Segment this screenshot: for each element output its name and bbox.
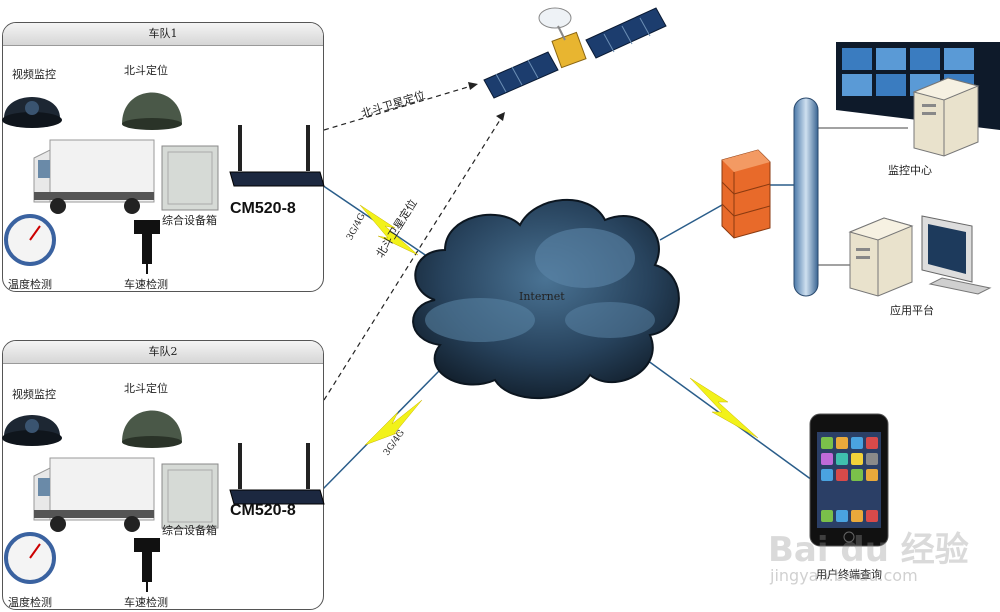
fleet-title: 车队1 xyxy=(3,23,323,46)
lightning-icon xyxy=(364,399,423,446)
lightning-icon xyxy=(359,204,419,256)
equipment-box-icon xyxy=(161,463,219,529)
temperature-label: 温度检测 xyxy=(8,596,52,609)
smartphone-icon xyxy=(809,413,889,547)
speed-label: 车速检测 xyxy=(124,596,168,609)
sat-link-arrow-1 xyxy=(468,82,478,90)
router-model-label: CM520-8 xyxy=(230,502,296,519)
firewall-icon xyxy=(721,149,771,239)
cloud-to-firewall-line xyxy=(659,204,723,241)
speed-sensor-icon xyxy=(134,220,160,274)
cloud-label: Internet xyxy=(519,290,565,303)
gps-antenna-icon xyxy=(122,410,182,448)
monitor-center-label: 监控中心 xyxy=(888,164,932,177)
fleet-title: 车队2 xyxy=(3,341,323,364)
truck-icon xyxy=(33,457,155,532)
cloud-icon xyxy=(412,199,680,400)
router-icon xyxy=(229,125,325,187)
video-label: 视频监控 xyxy=(12,68,56,81)
phone-label: 用户终端查询 xyxy=(816,568,882,581)
temperature-label: 温度检测 xyxy=(8,278,52,291)
beidou-label: 北斗定位 xyxy=(124,382,168,395)
server-icon xyxy=(912,77,980,157)
truck-icon xyxy=(33,139,155,214)
thermometer-gauge-icon xyxy=(4,214,56,266)
sat-link-arrow-2 xyxy=(496,112,505,121)
app-platform-label: 应用平台 xyxy=(890,304,934,317)
sat-link-line-2 xyxy=(323,111,506,401)
equipment-box-label: 综合设备箱 xyxy=(162,524,217,537)
video-label: 视频监控 xyxy=(12,388,56,401)
fleet-2-devices xyxy=(2,410,325,592)
router-model-label: CM520-8 xyxy=(230,200,296,217)
baidu-watermark-url: jingyan.baidu.com xyxy=(770,566,918,585)
equipment-box-icon xyxy=(161,145,219,211)
baidu-watermark: Bai du 经验 xyxy=(768,530,969,570)
satellite-icon xyxy=(483,7,667,99)
dome-camera-icon xyxy=(2,97,62,128)
thermometer-gauge-icon xyxy=(4,532,56,584)
dome-camera-icon xyxy=(2,415,62,446)
beidou-label: 北斗定位 xyxy=(124,64,168,77)
equipment-box-label: 综合设备箱 xyxy=(162,214,217,227)
gps-antenna-icon xyxy=(122,92,182,130)
fleet-1-devices xyxy=(2,92,325,274)
router-icon xyxy=(229,443,325,505)
network-bus-icon xyxy=(793,97,819,297)
server-icon xyxy=(848,217,914,297)
speed-label: 车速检测 xyxy=(124,278,168,291)
desktop-computer-icon xyxy=(921,215,992,295)
speed-sensor-icon xyxy=(134,538,160,592)
lightning-icon xyxy=(689,377,759,439)
